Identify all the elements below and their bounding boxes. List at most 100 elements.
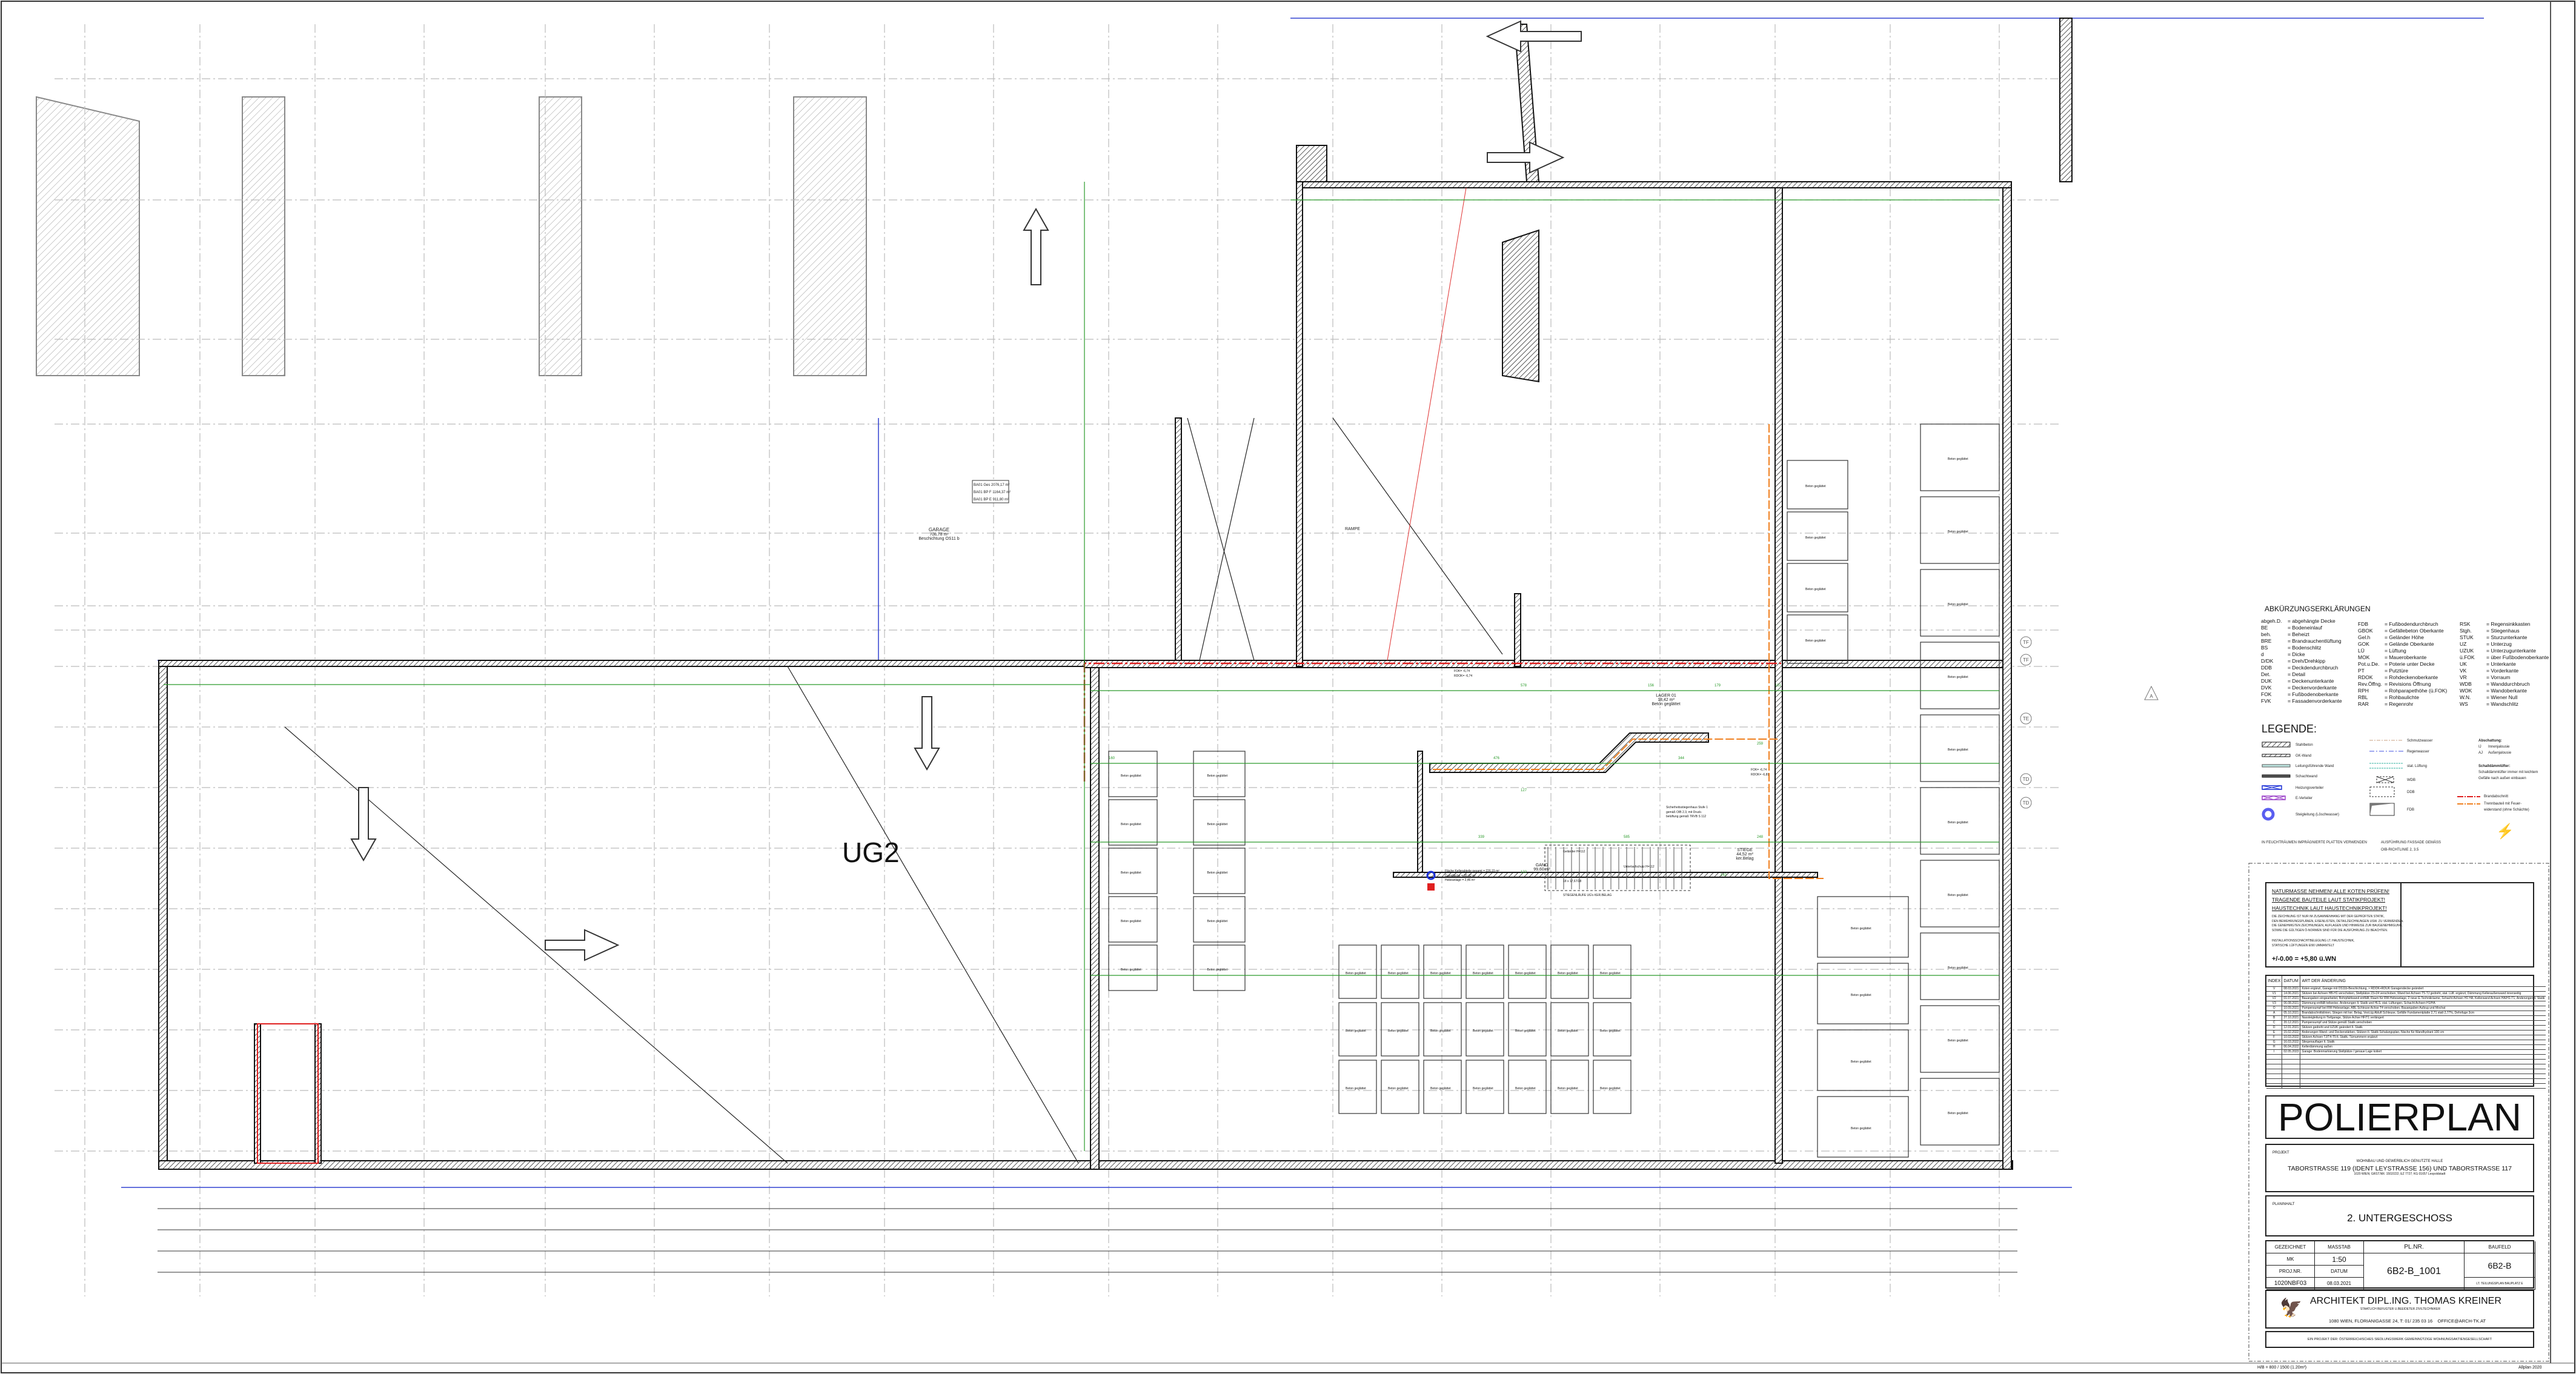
fire-line-swatch [2457, 796, 2480, 797]
abbreviation-row: D/DK= Dreh/Drehkipp [2261, 658, 2342, 665]
revision-description: Brandabschnittslinien, Stiegen mit ker. … [2300, 1011, 2546, 1016]
compartment-finish: Beton geglättet [1430, 1029, 1451, 1033]
compartment [1338, 944, 1377, 999]
compartment-finish: Beton geglättet [1948, 675, 1968, 679]
project-name: TABORSTRASSE 119 (IDENT LEYSTRASSE 156) … [2288, 1165, 2512, 1172]
abbreviation-meaning: = Geländer Höhe [2385, 634, 2424, 640]
dimension-value: 248 [1757, 835, 1764, 839]
warning-line: HAUSTECHNIK LAUT HAUSTECHNIKPROJEKT! [2272, 905, 2387, 911]
abbreviation-row: Pot.u.De.= Poterie unter Decke [2358, 661, 2447, 668]
dimension-value: 127 [1521, 789, 1527, 792]
legend-label: GK-Wand [2295, 754, 2312, 758]
abbreviation: PT [2358, 668, 2365, 674]
legend-item: Schmutzwasser [2369, 739, 2432, 743]
abbreviation: Pot.u.De. [2358, 661, 2380, 667]
room-name: STIEGE [1737, 848, 1753, 852]
floor-opening-swatch [2369, 803, 2405, 817]
abbreviation-meaning: = Detail [2288, 671, 2306, 677]
notice-warnings: NATURMASSE NEHMEN! ALLE KOTEN PRÜFEN! TR… [2272, 887, 2389, 912]
project-number: 1020NBF03 [2266, 1278, 2315, 1290]
abbreviation: RAR [2358, 701, 2369, 707]
architect-name: ARCHITEKT DIPL.ING. THOMAS KREINER [2310, 1296, 2501, 1306]
stair-note: gemäß OIB 2.3, mit Druck- [1666, 810, 1702, 814]
compartment [1381, 944, 1419, 999]
plan-content-label: PLANINHALT [2272, 1203, 2295, 1206]
abbreviation-meaning: = Brandrauchentlüftung [2288, 638, 2342, 644]
compartment-finish: Beton geglättet [1558, 1029, 1578, 1033]
compartment-finish: Beton geglättet [1346, 972, 1366, 975]
abbreviation-meaning: = Wandoberkante [2486, 688, 2528, 694]
standpipe-icon [2262, 808, 2275, 821]
abbreviation-row: VK= Vorderkante [2460, 668, 2549, 674]
abbreviation-row: MOK= Maueroberkante [2358, 654, 2447, 661]
room-finish: Beschichtung OS11 b [918, 537, 960, 541]
revision-row-empty [2266, 1064, 2546, 1069]
stair [1544, 845, 1691, 891]
revision-index: A [2266, 1011, 2283, 1016]
abbreviation-row: BRE= Brandrauchentlüftung [2261, 638, 2342, 645]
project-subtitle: WOHNBAU UND GEWERBLICH GENUTZTE HALLE [2356, 1160, 2443, 1163]
legend-label: Schmutzwasser [2407, 739, 2433, 743]
compartment [1920, 423, 2000, 491]
legend-label: stat. Lüftung [2407, 765, 2428, 768]
legend-item: Regenwasser [2369, 750, 2429, 754]
compartment [1193, 848, 1246, 894]
abbreviation-row: UK= Unterkante [2460, 661, 2549, 668]
compartment-finish: Beton geglättet [1851, 994, 1871, 997]
arrow-right-icon [1487, 141, 1565, 174]
software-label: Allplan 2020 [2518, 1366, 2542, 1370]
client-box: EIN PROJEKT DER: ÖSTERREICHISCHES SIEDLU… [2265, 1331, 2534, 1348]
abbreviation-meaning: = Deckenunterkante [2288, 678, 2334, 684]
compartment-finish: Beton geglättet [1805, 588, 1826, 591]
abbreviation-row: STUK= Sturzunterkante [2460, 634, 2549, 641]
reference-level: +/-0.00 = +5,80 ü.WN [2272, 955, 2337, 963]
abbreviation-meaning: = Fußbodendurchbruch [2385, 621, 2438, 627]
area-notes: Fläche Kellerabteile gesamt = 226,15 m² … [1445, 869, 1499, 883]
revision-index: I [2266, 1049, 2283, 1055]
arrow-right-icon [545, 929, 620, 961]
project-number-label: PROJ.NR. [2266, 1266, 2315, 1278]
revision-description: Stützen bei Achsen HB-H1 verschoben, Ste… [2300, 991, 2546, 997]
sheet-format: H/B = 800 / 1500 (1.20m²) [2257, 1366, 2307, 1370]
area-value: 1164,37 m² [992, 491, 1011, 494]
compartment-finish: Beton geglättet [1388, 972, 1409, 975]
revision-description: Garage: Bodenmarkierung Stellplätze / ge… [2300, 1049, 2546, 1055]
notice-line: STATISCHE LÜFTUNGEN EI90 UMMANTELT [2272, 943, 2335, 948]
compartment [1108, 848, 1158, 894]
dimension-value: 156 [1648, 684, 1655, 688]
abbreviation-meaning: = Sturzunterkante [2486, 634, 2528, 640]
compartment [1508, 944, 1547, 999]
abbreviation-meaning: = Fußbodenoberkante [2288, 691, 2339, 697]
riser-icon [1426, 871, 1436, 880]
abbreviation: MOK [2358, 654, 2370, 660]
revision-description: Dämmung entfällt teilweise, Änderungen l… [2300, 1001, 2546, 1006]
abbreviation-row: beh.= Beheizt [2261, 631, 2342, 638]
abbreviation: UK [2460, 661, 2467, 667]
arrow-down-icon [350, 787, 377, 862]
notice-text-2: INSTALLATIONSSCHACHTBELEGUNG LT. HAUSTEC… [2272, 939, 2354, 948]
revision-index: E [2266, 1030, 2283, 1035]
ceiling-opening-swatch [2369, 786, 2405, 798]
room-area: 708,78 m² [929, 533, 949, 537]
stair-label: Unterlaufschutz H=112 [1624, 865, 1655, 869]
abbreviation-meaning: = Vorderkante [2486, 668, 2519, 674]
dimension-value: 160 [1109, 757, 1115, 760]
compartment-finish: Beton geglättet [1805, 536, 1826, 540]
abbreviation: FOK [2261, 691, 2272, 697]
compartment [1338, 1060, 1377, 1114]
storage-compartments [1108, 423, 2000, 1158]
shading-meaning: Innenjalousie [2488, 745, 2510, 749]
abbreviation: RSK [2460, 621, 2471, 627]
partition-line [1433, 738, 1778, 770]
abbreviation-row: BE= Bodeneinlauf [2261, 625, 2342, 631]
plan-content-box: PLANINHALT 2. UNTERGESCHOSS [2265, 1195, 2534, 1236]
abbreviation: UZUK [2460, 648, 2474, 654]
abbreviation-meaning: = Unterzugunterkante [2486, 648, 2536, 654]
abbreviation-meaning: = Rohparapethöhe (ü.FOK) [2385, 688, 2448, 694]
